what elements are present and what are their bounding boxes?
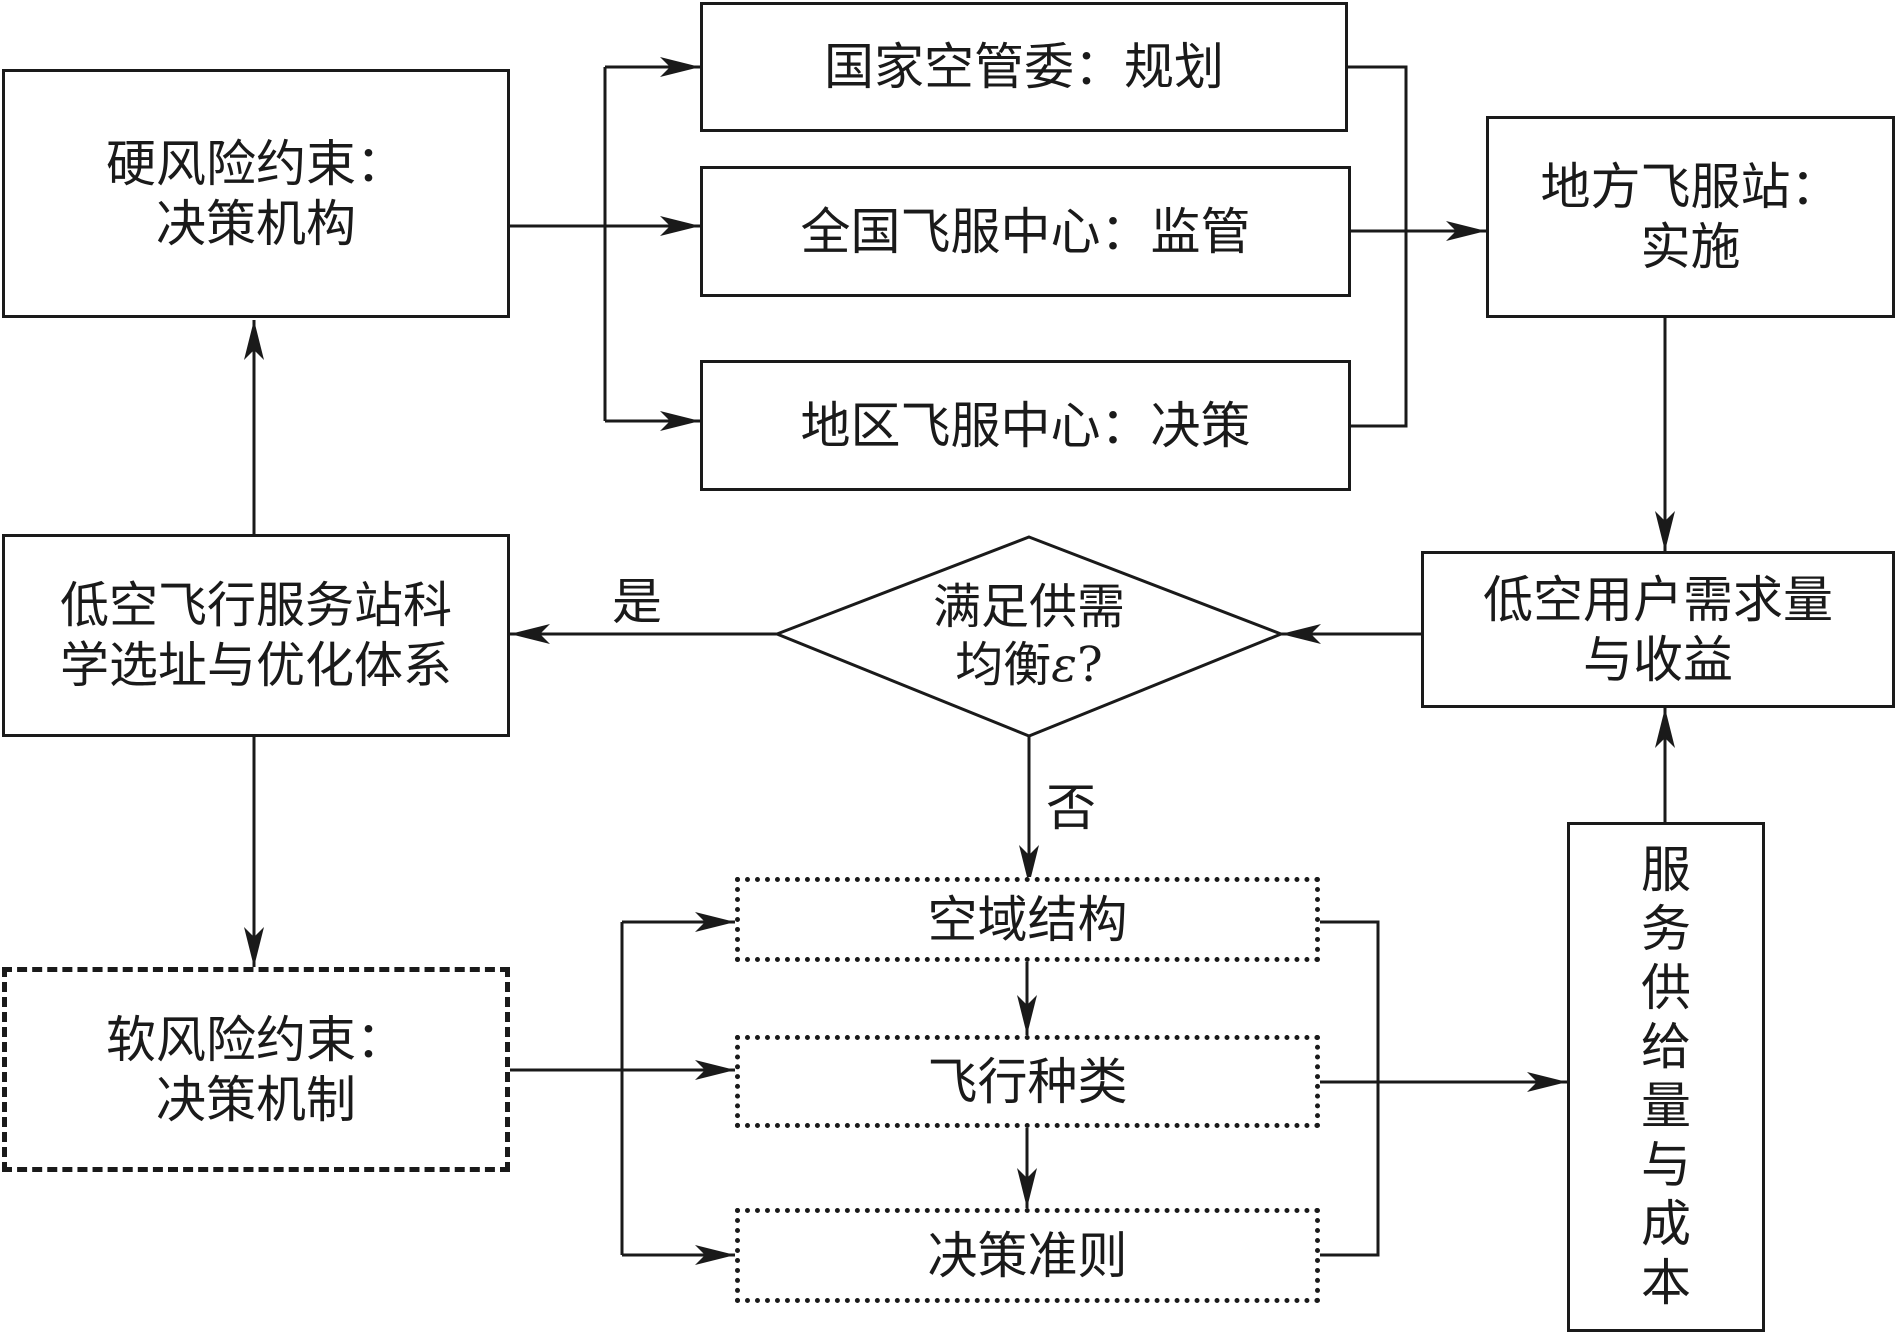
- local-station-line1: 地方飞服站：: [1540, 158, 1841, 216]
- hard-risk-line2: 决策机构: [156, 194, 356, 253]
- decision-line2: 均衡ε?: [933, 636, 1125, 694]
- decision-line2-prefix: 均衡: [955, 637, 1052, 693]
- regional-center-box: 地区飞服中心：决策: [700, 360, 1351, 491]
- local-station-box: 地方飞服站： 实施: [1486, 116, 1895, 318]
- criteria-label: 决策准则: [927, 1226, 1128, 1285]
- decision-line2-suffix: ?: [1077, 637, 1103, 693]
- flight-type-label: 飞行种类: [927, 1052, 1128, 1111]
- epsilon-symbol: ε: [1051, 637, 1078, 693]
- supply-cost-box: 服务供给量与成本: [1567, 822, 1765, 1332]
- decision-diamond-shape: [772, 535, 1286, 738]
- airspace-label: 空域结构: [927, 890, 1128, 949]
- supply-cost-label: 服务供给量与成本: [1641, 841, 1691, 1312]
- local-station-line2: 实施: [1640, 218, 1741, 276]
- decision-node: 满足供需 均衡ε?: [877, 574, 1181, 698]
- hard-risk-box: 硬风险约束： 决策机构: [2, 69, 510, 318]
- national-committee-label: 国家空管委：规划: [824, 38, 1224, 96]
- flight-type-box: 飞行种类: [735, 1035, 1320, 1128]
- edge-committee-merge: [1348, 65, 1408, 428]
- national-committee-box: 国家空管委：规划: [700, 2, 1348, 132]
- edge-right-merge: [1320, 920, 1380, 1257]
- edge-label-no: 否: [1046, 779, 1096, 837]
- regional-center-label: 地区飞服中心：决策: [800, 396, 1251, 455]
- user-demand-box: 低空用户需求量 与收益: [1421, 551, 1895, 708]
- soft-risk-box: 软风险约束： 决策机制: [2, 967, 510, 1172]
- national-center-label: 全国飞服中心：监管: [800, 202, 1251, 261]
- soft-risk-line1: 软风险约束：: [106, 1010, 406, 1069]
- soft-risk-line2: 决策机制: [156, 1070, 356, 1129]
- edge-label-yes: 是: [612, 573, 662, 631]
- site-system-box: 低空飞行服务站科 学选址与优化体系: [2, 534, 510, 737]
- user-demand-line1: 低空用户需求量: [1483, 570, 1833, 629]
- user-demand-line2: 与收益: [1583, 630, 1733, 689]
- decision-line1: 满足供需: [932, 579, 1125, 635]
- site-system-line2: 学选址与优化体系: [59, 636, 452, 694]
- hard-risk-line1: 硬风险约束：: [106, 134, 406, 193]
- national-center-box: 全国飞服中心：监管: [700, 166, 1351, 297]
- criteria-box: 决策准则: [735, 1208, 1320, 1303]
- site-system-line1: 低空飞行服务站科: [59, 576, 452, 634]
- airspace-box: 空域结构: [735, 877, 1320, 962]
